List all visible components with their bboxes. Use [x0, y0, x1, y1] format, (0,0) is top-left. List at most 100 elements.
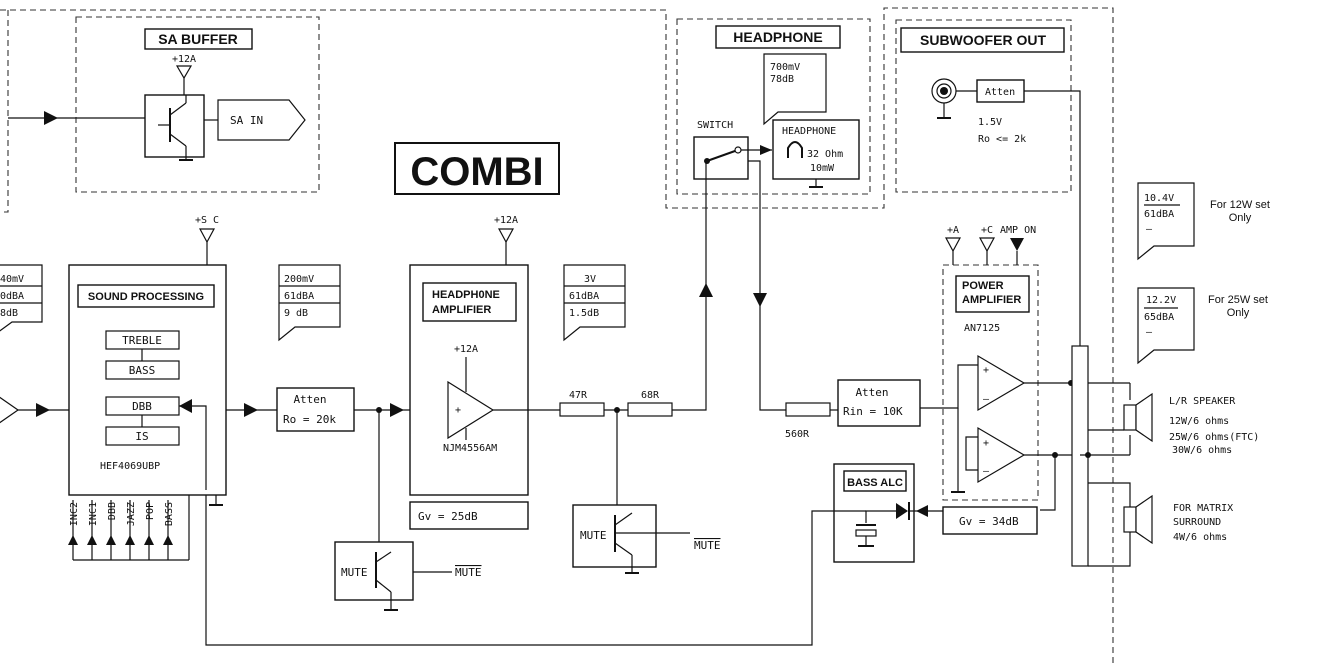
speaker-icon [1123, 392, 1153, 443]
power-amp-label-1: POWER [962, 280, 1004, 292]
mute-mid-signal: MUTE [694, 539, 721, 552]
hp-amp-label-box [422, 282, 517, 322]
control-input-label: INC1 [88, 502, 99, 526]
power-supply-c: +C [981, 225, 993, 236]
hp-amp-label-2: AMPLIFIER [432, 304, 491, 316]
resistor-68r [627, 402, 673, 417]
transistor-icon [375, 551, 398, 611]
bass-alc-label: BASS ALC [847, 477, 903, 489]
arrow-icon [390, 403, 404, 417]
subwoofer-voltage: 1.5V [978, 117, 1002, 128]
power-amp-gain-box [942, 506, 1038, 535]
flag-25w-level-1: 12.2V [1146, 295, 1176, 306]
switch-label: SWITCH [697, 120, 733, 131]
headphone-mw: 10mW [810, 163, 835, 174]
power-amp-gain: Gv = 34dB [959, 515, 1019, 528]
left-buffer-icon [0, 396, 20, 424]
arrow-icon [163, 535, 173, 545]
arrow-icon [44, 111, 58, 125]
treble-label: TREBLE [122, 334, 162, 347]
left-region-border [0, 10, 9, 213]
flag-12w [1137, 182, 1195, 261]
atten1-label: Atten [293, 393, 326, 406]
power-amp-label-box [955, 275, 1030, 313]
flag-25w [1137, 287, 1195, 365]
supply-icon [978, 237, 996, 253]
power-supply-a: +A [947, 225, 959, 236]
arrow-icon [699, 283, 713, 297]
flag-25w-level-2: 65dBA [1144, 312, 1174, 323]
sa-in-label: SA IN [230, 114, 263, 127]
capacitor-icon [855, 524, 877, 547]
sa-buffer-label: SA BUFFER [158, 31, 238, 47]
sound-proc-ic: HEF4069UBP [100, 461, 160, 472]
subwoofer-atten: Atten [985, 87, 1015, 98]
supply-icon [497, 228, 515, 244]
atten2-rin: Rin = 10K [843, 405, 903, 418]
plus-sign: + [983, 438, 989, 449]
speaker-lr-line-3: 25W/6 ohms(FTC) [1169, 432, 1259, 443]
subwoofer-label: SUBWOOFER OUT [920, 32, 1046, 48]
sound-proc-label: SOUND PROCESSING [88, 291, 204, 303]
mute-box-left [334, 541, 414, 601]
combi-title-box [394, 142, 560, 195]
headphone-region [676, 18, 871, 195]
atten2-label: Atten [855, 386, 888, 399]
amp-on-arrow-icon [1010, 238, 1024, 251]
flag-12w-level-2: 61dBA [1144, 209, 1174, 220]
flag-12w-level-3: — [1146, 224, 1153, 235]
flag-25w-note-2: Only [1227, 307, 1250, 319]
bass-alc-label-box [843, 470, 907, 492]
control-input-label: JAZZ [126, 502, 137, 526]
plus-sign: + [983, 365, 989, 376]
headphone-label: HEADPHONE [733, 29, 822, 45]
flag-b-level-2: 61dBA [569, 291, 599, 302]
flag-12w-level-1: 10.4V [1144, 193, 1174, 204]
sa-in-connector [217, 99, 306, 141]
flag-a-level-1: 200mV [284, 274, 314, 285]
sa-buffer-transistor-box [144, 94, 205, 158]
arrow-icon [244, 403, 258, 417]
hp-amp-gain-box [409, 501, 529, 530]
speaker-lr-line-2: 12W/6 ohms [1169, 416, 1229, 427]
arrow-icon [144, 535, 154, 545]
flag-12w-note-2: Only [1229, 212, 1252, 224]
power-amp-ic: AN7125 [964, 323, 1000, 334]
headphone-level-2: 78dB [770, 74, 794, 85]
headphone-level-1: 700mV [770, 62, 800, 73]
control-input-label: POP [145, 502, 156, 520]
subwoofer-region [895, 19, 1072, 193]
arrow-icon [916, 505, 928, 517]
arrow-icon [179, 399, 192, 413]
arrow-icon [36, 403, 50, 417]
supply-icon [175, 65, 193, 80]
rca-jack-icon [931, 78, 957, 119]
sa-buffer-supply: +12A [172, 54, 196, 65]
bass-block [105, 360, 180, 380]
flag-b-level-3: 1.5dB [569, 308, 599, 319]
bass-label: BASS [129, 364, 156, 377]
switch-lever-icon [706, 150, 736, 162]
headphones-icon [787, 141, 803, 158]
arrow-icon [753, 293, 767, 307]
power-amp-on: AMP ON [1000, 225, 1036, 236]
mute-left-label: MUTE [341, 566, 368, 579]
resistor-47r [559, 402, 605, 417]
is-label: IS [135, 430, 148, 443]
speaker-icon [1123, 494, 1153, 545]
flag-b-level-1: 3V [584, 274, 596, 285]
resistor-560r [785, 402, 831, 417]
sound-proc-label-box [77, 284, 215, 308]
op-amp-icon [977, 354, 1026, 412]
resistor-68r-label: 68R [641, 390, 660, 401]
mute-mid-label: MUTE [580, 529, 607, 542]
speaker-matrix-line-1: FOR MATRIX [1173, 503, 1233, 514]
control-input-label: BASS [164, 502, 175, 526]
control-input-label: INC2 [69, 502, 80, 526]
supply-icon [198, 228, 216, 244]
diode-icon [896, 503, 908, 519]
flag-25w-note-1: For 25W set [1208, 294, 1268, 306]
headphone-label-box [715, 25, 841, 49]
